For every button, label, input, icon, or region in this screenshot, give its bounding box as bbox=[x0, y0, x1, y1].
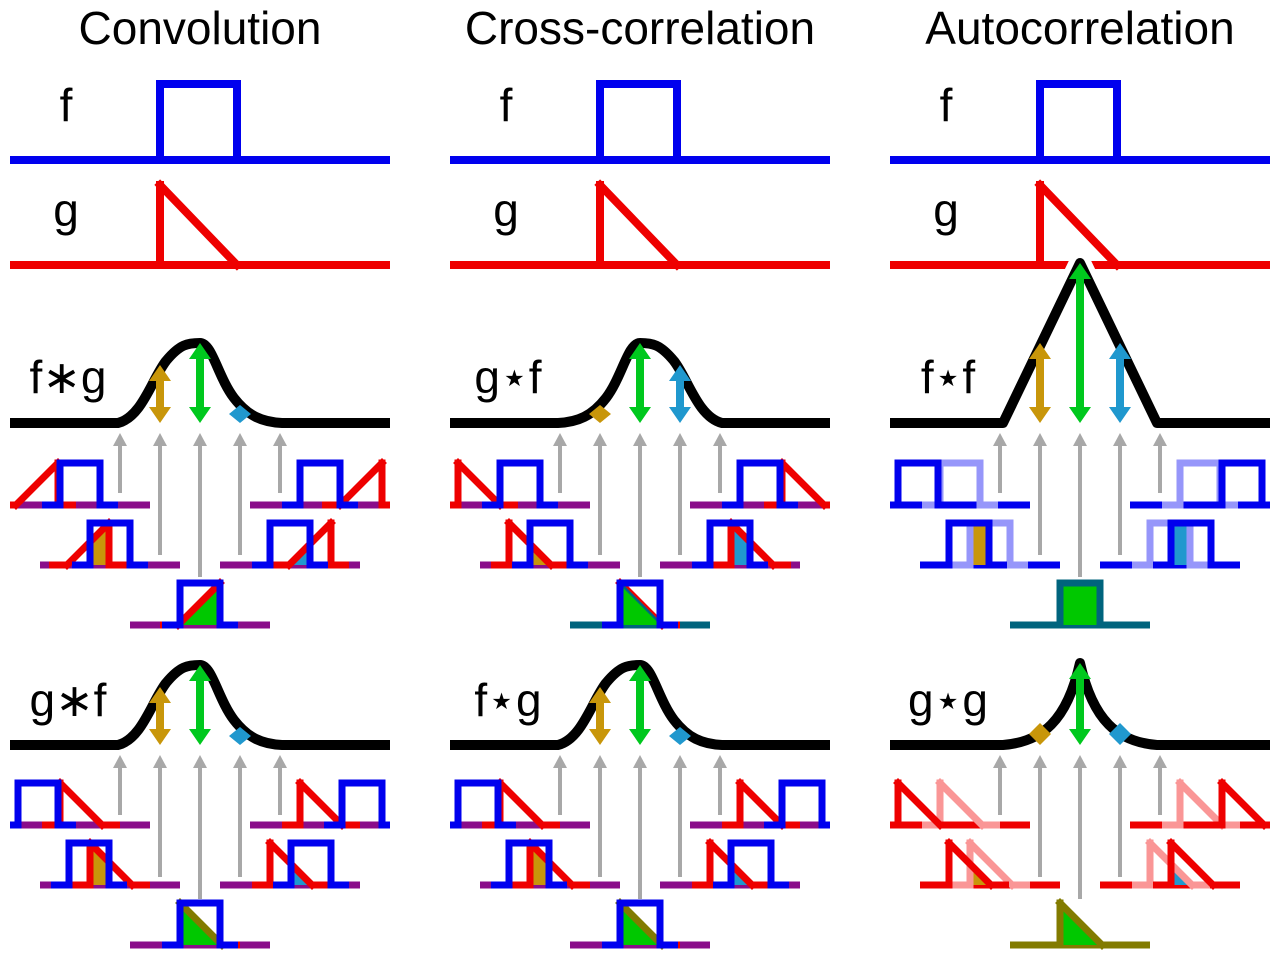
panel-label-g-conv-f: g∗f bbox=[30, 674, 107, 726]
panel-label-g-corr-f: g⋆f bbox=[474, 351, 541, 403]
signal-f-label-col3: f bbox=[940, 79, 953, 131]
panel-label-f-conv-g: f∗g bbox=[30, 351, 107, 403]
diagram-graphics bbox=[10, 80, 1270, 950]
signal-f-label-col1: f bbox=[60, 79, 73, 131]
signal-g-label-col3: g bbox=[933, 184, 959, 236]
column-title-autocorrelation: Autocorrelation bbox=[925, 2, 1234, 54]
panel-label-g-corr-g: g⋆g bbox=[908, 674, 988, 726]
signal-f-label-col2: f bbox=[500, 79, 513, 131]
signal-g-label-col2: g bbox=[493, 184, 519, 236]
column-title-cross-correlation: Cross-correlation bbox=[465, 2, 815, 54]
column-title-convolution: Convolution bbox=[79, 2, 322, 54]
panel-label-f-corr-g: f⋆g bbox=[474, 674, 541, 726]
signal-g-label-col1: g bbox=[53, 184, 79, 236]
panel-label-f-corr-f: f⋆f bbox=[921, 351, 976, 403]
